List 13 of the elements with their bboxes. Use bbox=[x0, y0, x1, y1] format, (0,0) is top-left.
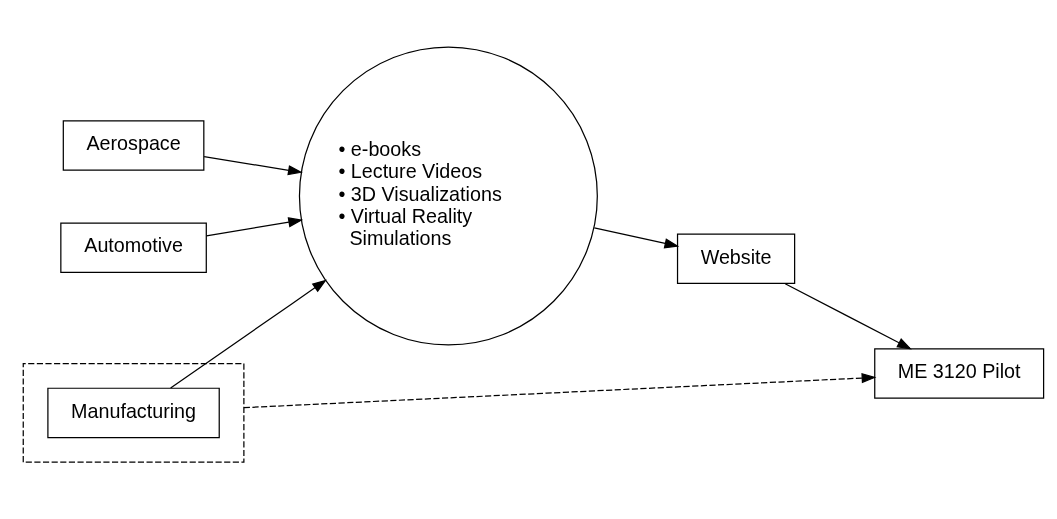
arrow bbox=[205, 217, 304, 237]
node-box: Manufacturing bbox=[47, 387, 220, 439]
arrow bbox=[243, 372, 877, 409]
node-box: Aerospace bbox=[62, 120, 205, 171]
cluster bbox=[22, 363, 245, 463]
arrow bbox=[784, 283, 912, 350]
arrow bbox=[170, 279, 327, 389]
node-box: Automotive bbox=[60, 222, 207, 273]
node-circle: • e-books • Lecture Videos • 3D Visualizations • Virtual Reality Simulations bbox=[298, 46, 598, 346]
arrow bbox=[593, 227, 680, 249]
arrow bbox=[203, 156, 303, 176]
node-box: Website bbox=[676, 233, 796, 285]
node-box: ME 3120 Pilot bbox=[874, 348, 1045, 399]
